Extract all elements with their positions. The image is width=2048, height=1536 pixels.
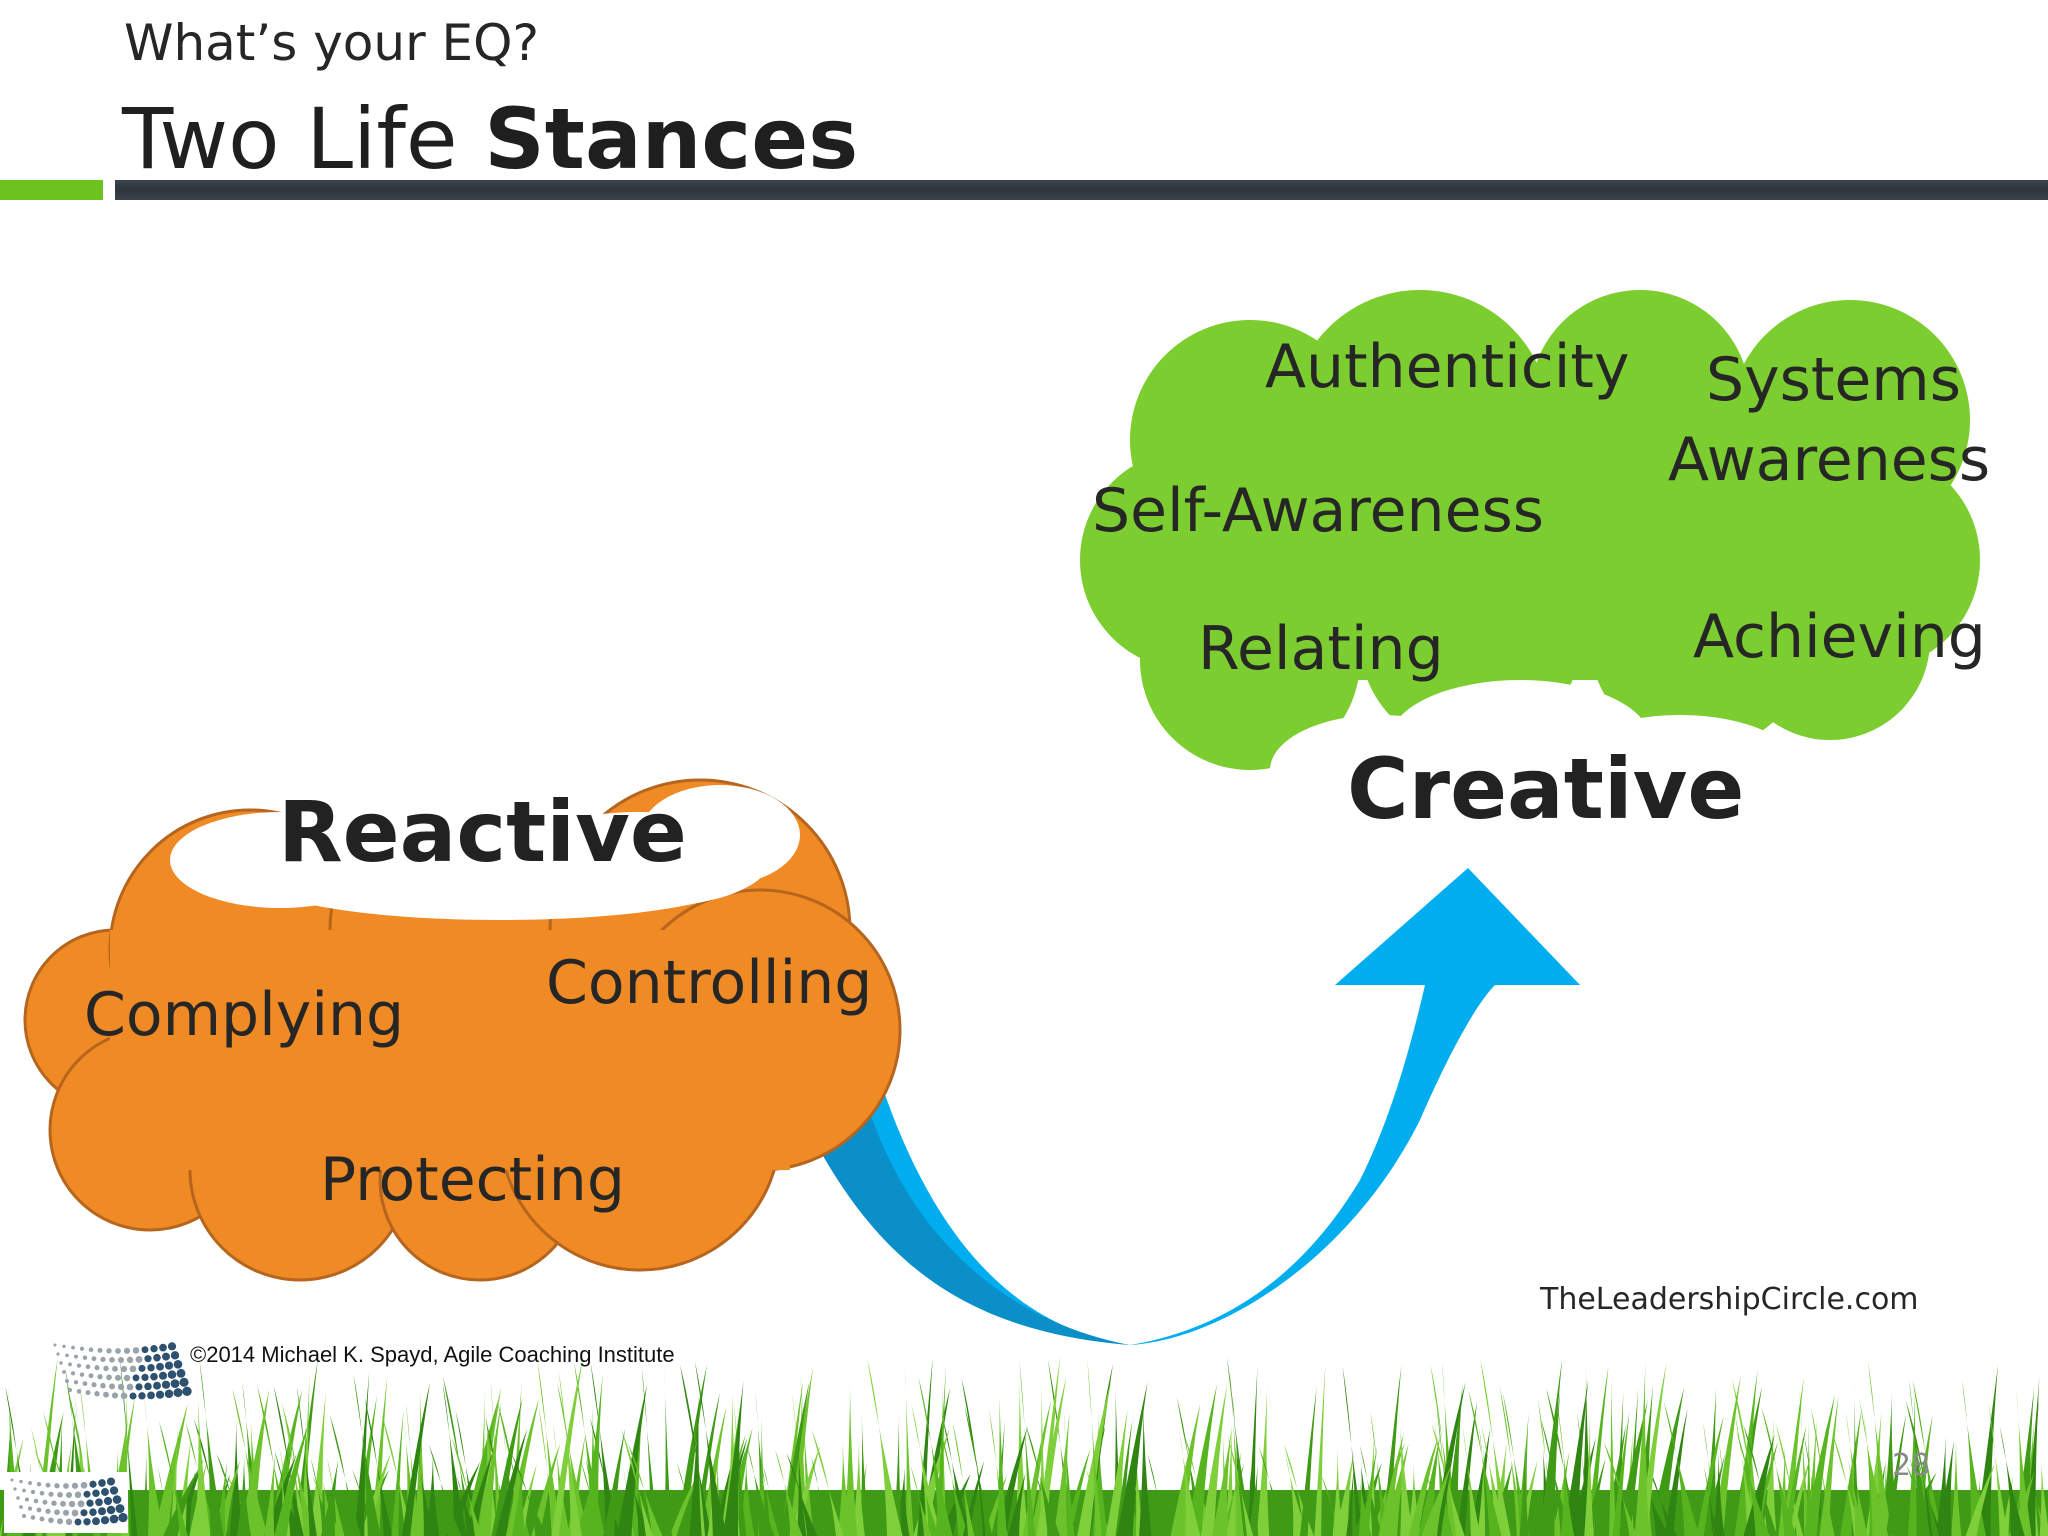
page-number: 28 xyxy=(1892,1448,1931,1483)
creative-label-cloud xyxy=(1270,680,1810,860)
reactive-label-cloud xyxy=(170,775,800,920)
title-bold: Stances xyxy=(484,90,859,188)
creative-item-relating: Relating xyxy=(1198,614,1444,684)
creative-heading: Creative xyxy=(1347,740,1745,838)
creative-item-self-awareness: Self-Awareness xyxy=(1092,476,1545,546)
reactive-item-controlling: Controlling xyxy=(546,948,873,1018)
reactive-heading: Reactive xyxy=(278,783,687,881)
slide-title: Two Life Stances xyxy=(122,90,858,188)
reactive-item-protecting: Protecting xyxy=(320,1145,625,1215)
slide-subtitle: What’s your EQ? xyxy=(124,14,540,72)
grass-decoration xyxy=(0,1356,2048,1536)
creative-item-authenticity: Authenticity xyxy=(1265,332,1630,402)
curved-arrow-icon xyxy=(785,868,1580,1345)
agile-coaching-institute-logo-icon xyxy=(53,1342,192,1400)
source-url: TheLeadershipCircle.com xyxy=(1540,1282,1919,1317)
creative-item-systems: Systems xyxy=(1706,345,1961,415)
creative-cloud xyxy=(1080,290,1980,770)
logo-icon-bottom xyxy=(4,1472,128,1533)
header-accent-bar xyxy=(0,180,103,200)
creative-item-awareness: Awareness xyxy=(1668,425,1991,495)
creative-item-achieving: Achieving xyxy=(1693,602,1986,672)
copyright-notice: ©2014 Michael K. Spayd, Agile Coaching I… xyxy=(190,1342,675,1367)
reactive-item-complying: Complying xyxy=(84,980,405,1050)
title-regular: Two Life xyxy=(122,90,485,188)
header-divider-bar xyxy=(115,180,2048,200)
